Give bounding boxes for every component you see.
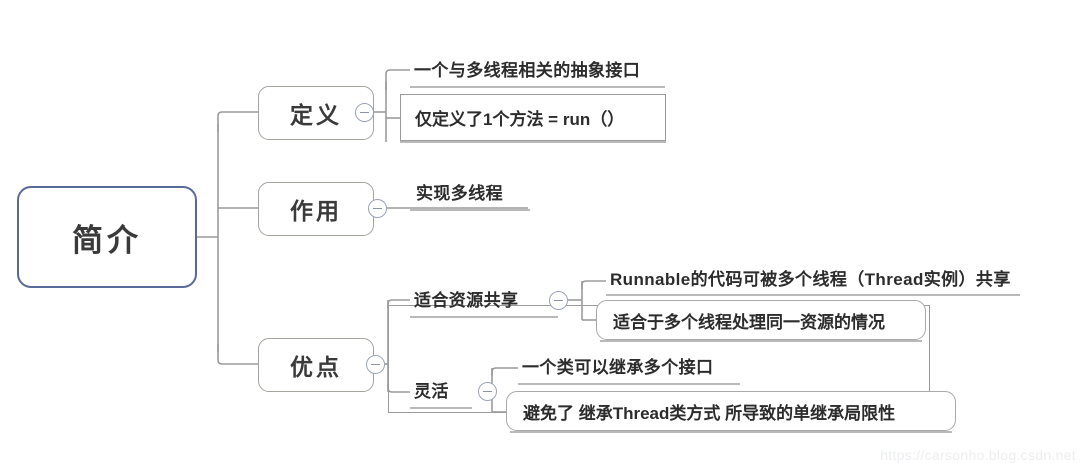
leaf-node-flexibility-1-label: 一个类可以继承多个接口 — [522, 358, 714, 377]
leaf-node-definition-1[interactable]: 一个与多线程相关的抽象接口 — [410, 52, 680, 86]
root-node[interactable]: 简介 — [17, 186, 197, 288]
leaf-underline-flexibility-2 — [510, 431, 952, 433]
subnode-resource-sharing-label: 适合资源共享 — [414, 291, 519, 310]
branch-node-purpose-label: 作用 — [290, 198, 342, 224]
subnode-resource-sharing[interactable]: 适合资源共享 — [410, 283, 560, 316]
leaf-underline-resource-sharing-1 — [606, 294, 1020, 296]
leaf-node-purpose-1-label: 实现多线程 — [416, 184, 503, 203]
branch-node-advantages[interactable]: 优点 — [258, 338, 374, 392]
collapse-toggle-icon-purpose[interactable] — [368, 199, 387, 218]
leaf-node-resource-sharing-1[interactable]: Runnable的代码可被多个线程（Thread实例）共享 — [606, 262, 1026, 295]
watermark: https://carsonho.blog.csdn.net — [880, 447, 1076, 463]
leaf-underline-definition-2 — [400, 141, 666, 143]
subnode-underline-resource-sharing — [410, 316, 558, 318]
branch-node-purpose[interactable]: 作用 — [258, 182, 374, 236]
leaf-node-definition-2[interactable]: 仅定义了1个方法 = run（） — [400, 94, 666, 141]
subnode-flexibility-label: 灵活 — [414, 382, 449, 401]
leaf-node-flexibility-2-label: 避免了 继承Thread类方式 所导致的单继承局限性 — [523, 403, 896, 423]
collapse-toggle-icon-flexibility[interactable] — [478, 382, 497, 401]
subnode-underline-flexibility — [410, 407, 472, 409]
root-node-label: 简介 — [72, 222, 142, 258]
leaf-node-flexibility-2[interactable]: 避免了 继承Thread类方式 所导致的单继承局限性 — [506, 391, 956, 431]
leaf-underline-resource-sharing-2 — [600, 340, 922, 342]
leaf-underline-flexibility-1 — [518, 383, 740, 385]
collapse-toggle-icon-advantages[interactable] — [366, 355, 385, 374]
leaf-node-flexibility-1[interactable]: 一个类可以继承多个接口 — [518, 350, 758, 383]
collapse-toggle-icon-resource-sharing[interactable] — [549, 291, 568, 310]
branch-node-definition-label: 定义 — [290, 102, 342, 128]
collapse-toggle-icon-definition[interactable] — [355, 103, 374, 122]
subnode-flexibility[interactable]: 灵活 — [410, 374, 490, 407]
leaf-underline-purpose-1 — [410, 209, 530, 211]
branch-node-definition[interactable]: 定义 — [258, 86, 374, 140]
leaf-underline-definition-1 — [410, 86, 665, 88]
branch-node-advantages-label: 优点 — [290, 354, 342, 380]
leaf-node-resource-sharing-2[interactable]: 适合于多个线程处理同一资源的情况 — [596, 300, 926, 340]
leaf-node-definition-2-label: 仅定义了1个方法 = run（） — [415, 110, 625, 129]
leaf-node-purpose-1[interactable]: 实现多线程 — [412, 176, 552, 209]
leaf-node-definition-1-label: 一个与多线程相关的抽象接口 — [414, 61, 641, 80]
leaf-node-resource-sharing-2-label: 适合于多个线程处理同一资源的情况 — [613, 312, 885, 332]
leaf-node-resource-sharing-1-label: Runnable的代码可被多个线程（Thread实例）共享 — [610, 270, 1011, 289]
